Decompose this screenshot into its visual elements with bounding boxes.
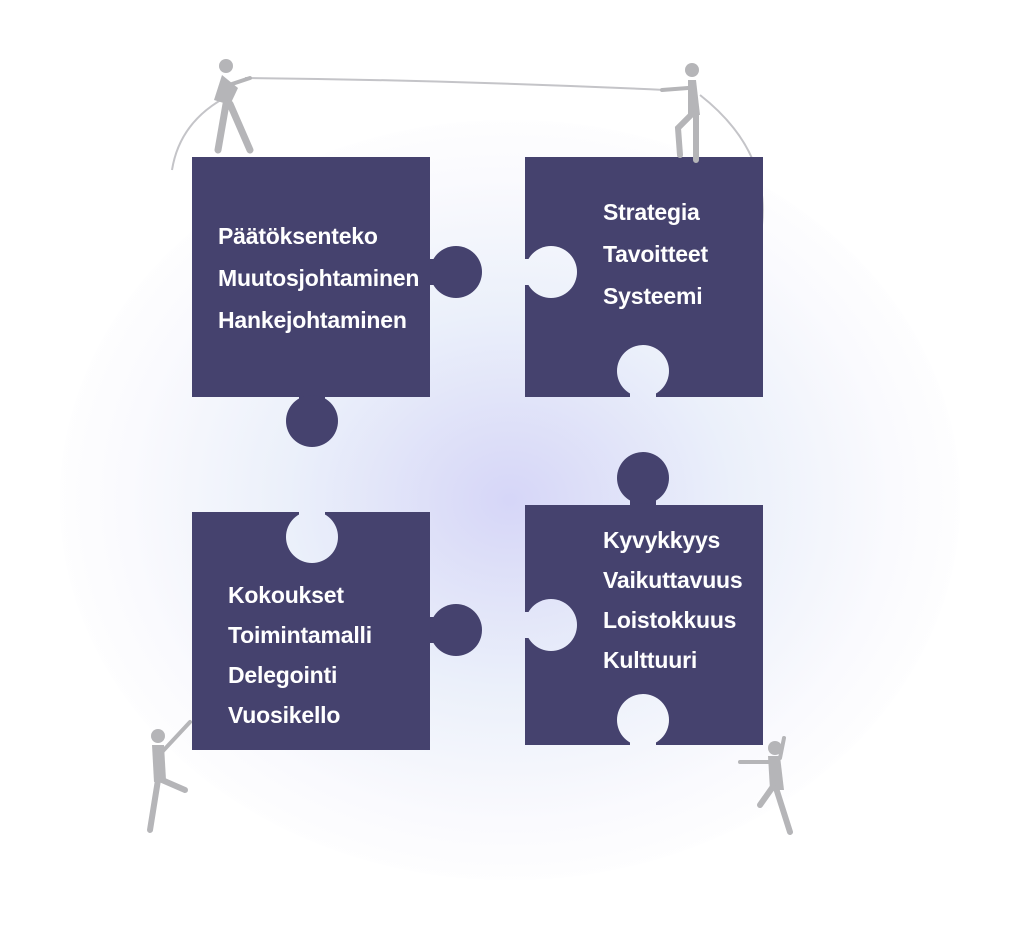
piece-label: Kulttuuri: [603, 647, 698, 673]
puzzle-piece-1: [192, 157, 482, 447]
piece-label: Kyvykkyys: [603, 527, 721, 553]
piece-4-text: Kyvykkyys Vaikuttavuus Loistokkuus Kultt…: [603, 520, 743, 680]
figure-top-left: [214, 59, 254, 154]
piece-label: Hankejohtaminen: [218, 307, 407, 333]
piece-3-text: Kokoukset Toimintamalli Delegointi Vuosi…: [228, 575, 372, 735]
figure-bottom-left: [147, 720, 192, 833]
piece-label: Päätöksenteko: [218, 223, 378, 249]
piece-label: Systeemi: [603, 283, 703, 309]
piece-label: Kokoukset: [228, 582, 344, 608]
figure-top-right: [660, 63, 700, 163]
figure-bottom-right: [738, 736, 793, 835]
piece-label: Muutosjohtaminen: [218, 265, 420, 291]
piece-label: Loistokkuus: [603, 607, 737, 633]
piece-label: Strategia: [603, 199, 700, 225]
piece-label: Vuosikello: [228, 702, 341, 728]
puzzle-piece-4: [525, 452, 763, 745]
puzzle-piece-3: [192, 512, 482, 750]
piece-1-text: Päätöksenteko Muutosjohtaminen Hankejoht…: [218, 215, 419, 341]
puzzle-piece-2: [525, 157, 763, 397]
piece-label: Delegointi: [228, 662, 338, 688]
piece-label: Vaikuttavuus: [603, 567, 743, 593]
piece-label: Tavoitteet: [603, 241, 708, 267]
piece-label: Toimintamalli: [228, 622, 372, 648]
piece-2-text: Strategia Tavoitteet Systeemi: [603, 191, 708, 317]
